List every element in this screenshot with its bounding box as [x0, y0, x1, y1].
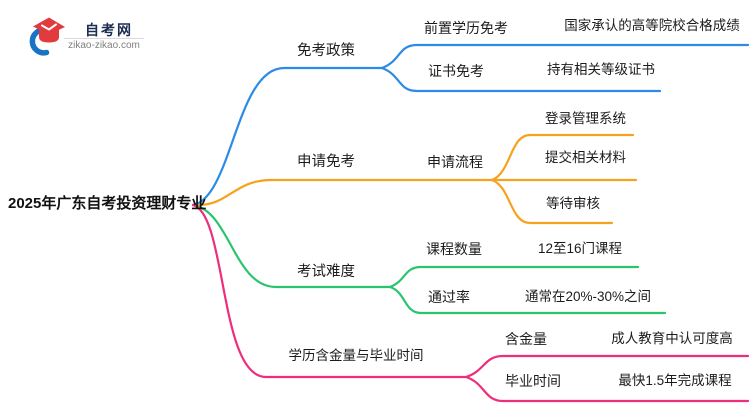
site-name: 自考网 [85, 22, 133, 38]
branch-exemption-policy-child2-line [380, 66, 662, 93]
branch-value-time-line [191, 203, 468, 379]
leaf-hold-certificates: 持有相关等级证书 [547, 62, 655, 77]
branch-apply-exemption-line [191, 178, 494, 207]
branch-exam-child1-line [388, 265, 640, 289]
node-exemption-policy: 免考政策 [297, 43, 355, 59]
branch-value-child1-line [464, 354, 750, 379]
branch-apply-step1-line [490, 133, 635, 182]
leaf-12-16-courses: 12至16门课程 [537, 241, 623, 256]
branch-exemption-policy-line [191, 66, 384, 207]
logo-divider [64, 38, 144, 39]
leaf-adult-education-recognition: 成人教育中认可度高 [611, 331, 733, 346]
node-pass-rate: 通过率 [428, 289, 470, 305]
node-graduation-time: 毕业时间 [505, 373, 561, 389]
node-credential-value: 含金量 [505, 331, 547, 347]
leaf-await-review: 等待审核 [546, 196, 600, 211]
leaf-fastest-completion: 最快1.5年完成课程 [618, 373, 732, 388]
leaf-login-system: 登录管理系统 [545, 111, 626, 126]
node-certificate-exemption: 证书免考 [428, 63, 484, 79]
node-application-process: 申请流程 [427, 154, 483, 170]
branch-exam-difficulty-line [191, 203, 392, 289]
root-node: 2025年广东自考投资理财专业 [8, 195, 207, 212]
leaf-state-recognized-grades: 国家承认的高等院校合格成绩 [564, 18, 740, 33]
site-logo: 自考网 zikao-zikao.com [22, 12, 152, 56]
site-url: zikao-zikao.com [68, 40, 140, 51]
branch-exam-child2-line [388, 285, 667, 315]
logo-cap-highlight [41, 23, 57, 31]
node-apply-exemption: 申请免考 [297, 154, 355, 170]
logo-cap-board [33, 17, 65, 35]
leaf-pass-rate-range: 通常在20%-30%之间 [524, 289, 652, 304]
branch-exemption-policy-child1-line [380, 43, 750, 70]
leaf-submit-materials: 提交相关材料 [545, 150, 626, 165]
node-exam-difficulty: 考试难度 [297, 264, 355, 280]
branch-apply-step3-line [490, 178, 614, 225]
node-course-count: 课程数量 [426, 241, 482, 257]
graduation-cap-icon [29, 17, 65, 56]
node-value-and-graduation: 学历含金量与毕业时间 [288, 348, 424, 363]
node-prior-education-exemption: 前置学历免考 [424, 20, 508, 36]
branch-value-child2-line [464, 375, 750, 403]
